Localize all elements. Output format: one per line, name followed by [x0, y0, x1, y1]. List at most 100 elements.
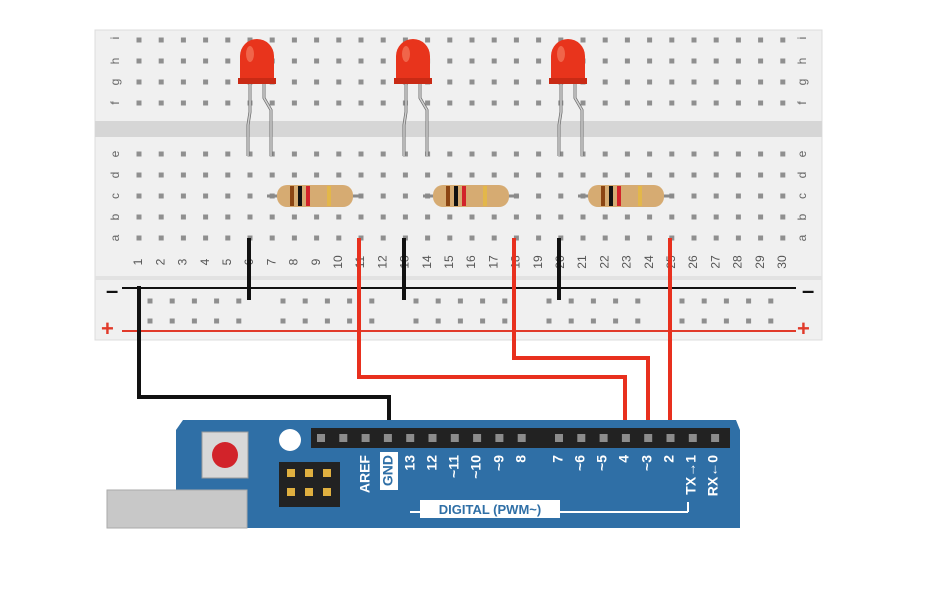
breadboard-hole — [669, 151, 675, 157]
breadboard-hole — [580, 37, 586, 43]
rail-hole — [457, 318, 463, 324]
breadboard-hole — [602, 58, 608, 64]
column-number: 1 — [131, 258, 145, 265]
breadboard-hole — [536, 214, 542, 220]
breadboard-hole — [180, 37, 186, 43]
breadboard-hole — [713, 214, 719, 220]
pin-label: ~6 — [572, 455, 588, 471]
breadboard-hole — [647, 151, 653, 157]
header-pin — [577, 434, 586, 442]
rail-hole — [613, 318, 619, 324]
rail-hole — [324, 298, 330, 304]
breadboard-hole — [624, 100, 630, 106]
breadboard-hole — [647, 214, 653, 220]
breadboard-hole — [358, 214, 364, 220]
rail-hole — [546, 318, 552, 324]
digital-label-bg — [420, 500, 560, 518]
ground-wire-to-gnd — [137, 286, 391, 439]
breadboard-hole — [602, 235, 608, 241]
rail-hole — [768, 318, 774, 324]
header-pin — [555, 434, 563, 442]
breadboard-hole — [158, 193, 164, 199]
rail-hole — [236, 298, 242, 304]
breadboard-hole — [691, 79, 697, 85]
led-rim — [238, 78, 276, 84]
header-pin — [450, 434, 459, 442]
rail-hole — [369, 298, 375, 304]
column-number: 17 — [486, 255, 500, 269]
breadboard-hole — [536, 100, 542, 106]
breadboard-hole — [425, 172, 431, 178]
rail-hole — [435, 298, 441, 304]
breadboard-hole — [669, 79, 675, 85]
breadboard-hole — [780, 214, 786, 220]
rail-hole — [679, 298, 685, 304]
rail-hole — [324, 318, 330, 324]
resistor-band — [454, 186, 458, 206]
breadboard-hole — [225, 214, 231, 220]
column-number: 3 — [176, 258, 190, 265]
breadboard-hole — [624, 37, 630, 43]
rail-hole — [480, 298, 486, 304]
breadboard-rail-divider — [95, 276, 822, 280]
breadboard-hole — [491, 79, 497, 85]
breadboard-hole — [758, 37, 764, 43]
resistor — [267, 185, 363, 207]
resistor-body — [433, 185, 509, 207]
resistor — [578, 185, 674, 207]
led-rim — [394, 78, 432, 84]
breadboard-hole — [513, 172, 519, 178]
breadboard-hole — [469, 172, 475, 178]
row-letter: c — [108, 193, 122, 199]
breadboard-hole — [180, 235, 186, 241]
breadboard-hole — [513, 235, 519, 241]
breadboard-hole — [447, 172, 453, 178]
breadboard-hole — [136, 79, 142, 85]
pin-label: 7 — [550, 455, 566, 463]
breadboard-hole — [203, 172, 209, 178]
rail-hole — [502, 318, 508, 324]
row-letter: b — [108, 213, 122, 220]
rail-hole — [191, 298, 197, 304]
rail-hole — [435, 318, 441, 324]
rail-hole — [214, 298, 220, 304]
breadboard-hole — [425, 37, 431, 43]
header-pin — [688, 434, 697, 442]
breadboard-hole — [735, 193, 741, 199]
breadboard-hole — [602, 79, 608, 85]
column-number: 2 — [153, 258, 167, 265]
breadboard-hole — [203, 37, 209, 43]
breadboard-hole — [624, 214, 630, 220]
breadboard-hole — [158, 151, 164, 157]
rail-hole — [191, 318, 197, 324]
breadboard-hole — [158, 172, 164, 178]
rail-hole — [723, 318, 729, 324]
breadboard-hole — [758, 193, 764, 199]
column-number: 15 — [442, 255, 456, 269]
breadboard-hole — [691, 100, 697, 106]
led-rim — [549, 78, 587, 84]
breadboard-hole — [247, 193, 253, 199]
breadboard-hole — [136, 151, 142, 157]
breadboard-hole — [491, 172, 497, 178]
rail-hole — [723, 298, 729, 304]
icsp-pin — [287, 488, 295, 496]
breadboard-hole — [780, 58, 786, 64]
resistor-band — [617, 186, 621, 206]
row-letter: g — [795, 79, 809, 86]
breadboard-hole — [469, 151, 475, 157]
led-highlight — [246, 46, 254, 62]
led — [238, 39, 276, 156]
breadboard-hole — [225, 193, 231, 199]
breadboard-hole — [380, 37, 386, 43]
breadboard-hole — [203, 193, 209, 199]
breadboard-hole — [758, 235, 764, 241]
pin-label: GND — [380, 455, 396, 486]
column-number: 24 — [642, 255, 656, 269]
breadboard-hole — [713, 37, 719, 43]
rail-hole — [169, 298, 175, 304]
breadboard-hole — [314, 214, 320, 220]
breadboard-hole — [447, 37, 453, 43]
breadboard-hole — [735, 235, 741, 241]
breadboard-hole — [269, 37, 275, 43]
